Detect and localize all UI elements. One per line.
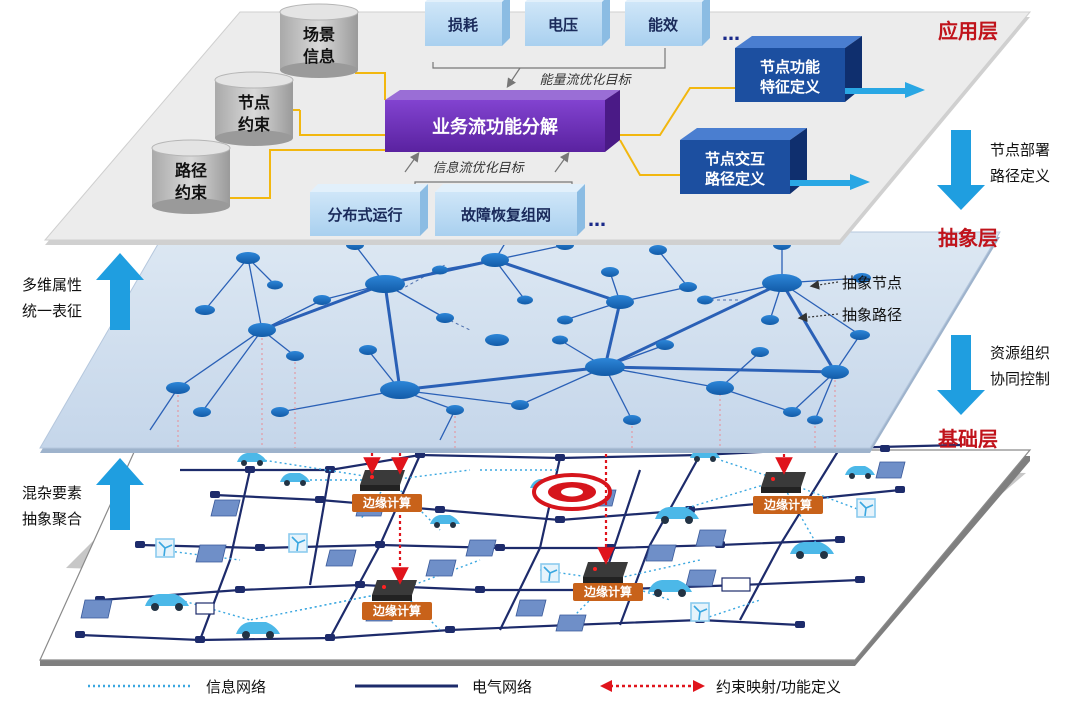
svg-text:信息: 信息 xyxy=(303,47,335,66)
svg-text:损耗: 损耗 xyxy=(448,16,478,34)
base-layer: 边缘计算 边缘计算 边缘计算 边缘计算 基础层 xyxy=(39,427,1032,666)
info-goal-label: 信息流优化目标 xyxy=(432,160,525,176)
layer-title-base: 基础层 xyxy=(938,427,998,451)
legend-electric-label: 电气网络 xyxy=(472,678,532,696)
metric-box-efficiency: 能效 xyxy=(625,0,710,46)
bottom-ellipsis: … xyxy=(588,210,606,231)
up-arrow-icon xyxy=(96,253,144,330)
svg-text:约束: 约束 xyxy=(175,183,208,202)
edge-label: 边缘计算 xyxy=(763,497,812,512)
svg-text:抽象聚合: 抽象聚合 xyxy=(22,510,82,528)
metric-box-voltage: 电压 xyxy=(525,0,610,46)
database-3: 路径 约束 xyxy=(151,139,231,214)
edge-label: 边缘计算 xyxy=(583,584,632,599)
main-function-box: 业务流功能分解 xyxy=(385,90,620,152)
edge-label: 边缘计算 xyxy=(362,495,411,510)
abstract-node-label: 抽象节点 xyxy=(842,274,902,292)
database-1: 场景 信息 xyxy=(279,3,359,78)
svg-text:协同控制: 协同控制 xyxy=(990,370,1050,388)
connector-lines xyxy=(230,72,735,199)
edge-label: 边缘计算 xyxy=(372,603,421,618)
svg-text:业务流功能分解: 业务流功能分解 xyxy=(432,116,558,138)
target-icon xyxy=(532,473,612,511)
up-arrow-icon xyxy=(96,458,144,530)
svg-text:能效: 能效 xyxy=(648,16,679,34)
svg-text:分布式运行: 分布式运行 xyxy=(327,206,402,224)
task-box-fault-recovery: 故障恢复组网 xyxy=(435,184,585,236)
svg-text:节点部署: 节点部署 xyxy=(990,141,1050,159)
legend: 信息网络 电气网络 约束映射/功能定义 xyxy=(88,678,841,696)
svg-text:路径定义: 路径定义 xyxy=(990,167,1050,185)
wind-turbines xyxy=(155,498,876,622)
svg-text:故障恢复组网: 故障恢复组网 xyxy=(461,206,551,224)
edge-device-4: 边缘计算 xyxy=(753,472,823,514)
application-layer: 场景 信息 节点 约束 路径 约束 损耗 电压 xyxy=(43,0,1032,245)
node-function-cube: 节点功能 特征定义 xyxy=(735,36,925,102)
svg-text:节点功能: 节点功能 xyxy=(760,58,820,76)
abstract-path-label: 抽象路径 xyxy=(842,306,902,324)
top-ellipsis: … xyxy=(722,24,740,45)
svg-text:特征定义: 特征定义 xyxy=(760,78,820,96)
svg-text:资源组织: 资源组织 xyxy=(990,344,1050,362)
down-arrow-icon xyxy=(937,130,985,210)
svg-text:约束: 约束 xyxy=(238,115,271,134)
database-2: 节点 约束 xyxy=(214,71,294,146)
svg-text:多维属性: 多维属性 xyxy=(22,276,82,294)
legend-info-label: 信息网络 xyxy=(206,678,266,696)
layer-title-application: 应用层 xyxy=(938,19,998,43)
legend-mapping-label: 约束映射/功能定义 xyxy=(716,678,841,696)
legend-mapping-swatch xyxy=(600,680,705,692)
abstract-layer: 抽象节点 抽象路径 抽象层 xyxy=(39,226,1001,453)
layer-title-abstract: 抽象层 xyxy=(938,226,998,250)
down-arrow-icon xyxy=(937,335,985,415)
edge-device-3: 边缘计算 xyxy=(573,562,643,601)
svg-text:节点: 节点 xyxy=(238,93,270,112)
node-interaction-cube: 节点交互 路径定义 xyxy=(680,128,870,194)
svg-text:节点交互: 节点交互 xyxy=(705,150,765,168)
svg-text:路径定义: 路径定义 xyxy=(705,170,765,188)
side-arrows: 节点部署 路径定义 资源组织 协同控制 多维属性 统一表征 混杂要素 抽象聚合 xyxy=(22,130,1050,530)
task-box-distributed: 分布式运行 xyxy=(310,184,428,236)
electric-cars xyxy=(145,449,875,639)
svg-text:混杂要素: 混杂要素 xyxy=(22,484,82,502)
svg-text:场景: 场景 xyxy=(303,25,335,44)
energy-goal-label: 能量流优化目标 xyxy=(539,73,632,88)
svg-text:电压: 电压 xyxy=(548,16,578,34)
svg-text:统一表征: 统一表征 xyxy=(22,302,82,320)
metric-box-loss: 损耗 xyxy=(425,0,510,46)
svg-text:路径: 路径 xyxy=(175,161,207,180)
